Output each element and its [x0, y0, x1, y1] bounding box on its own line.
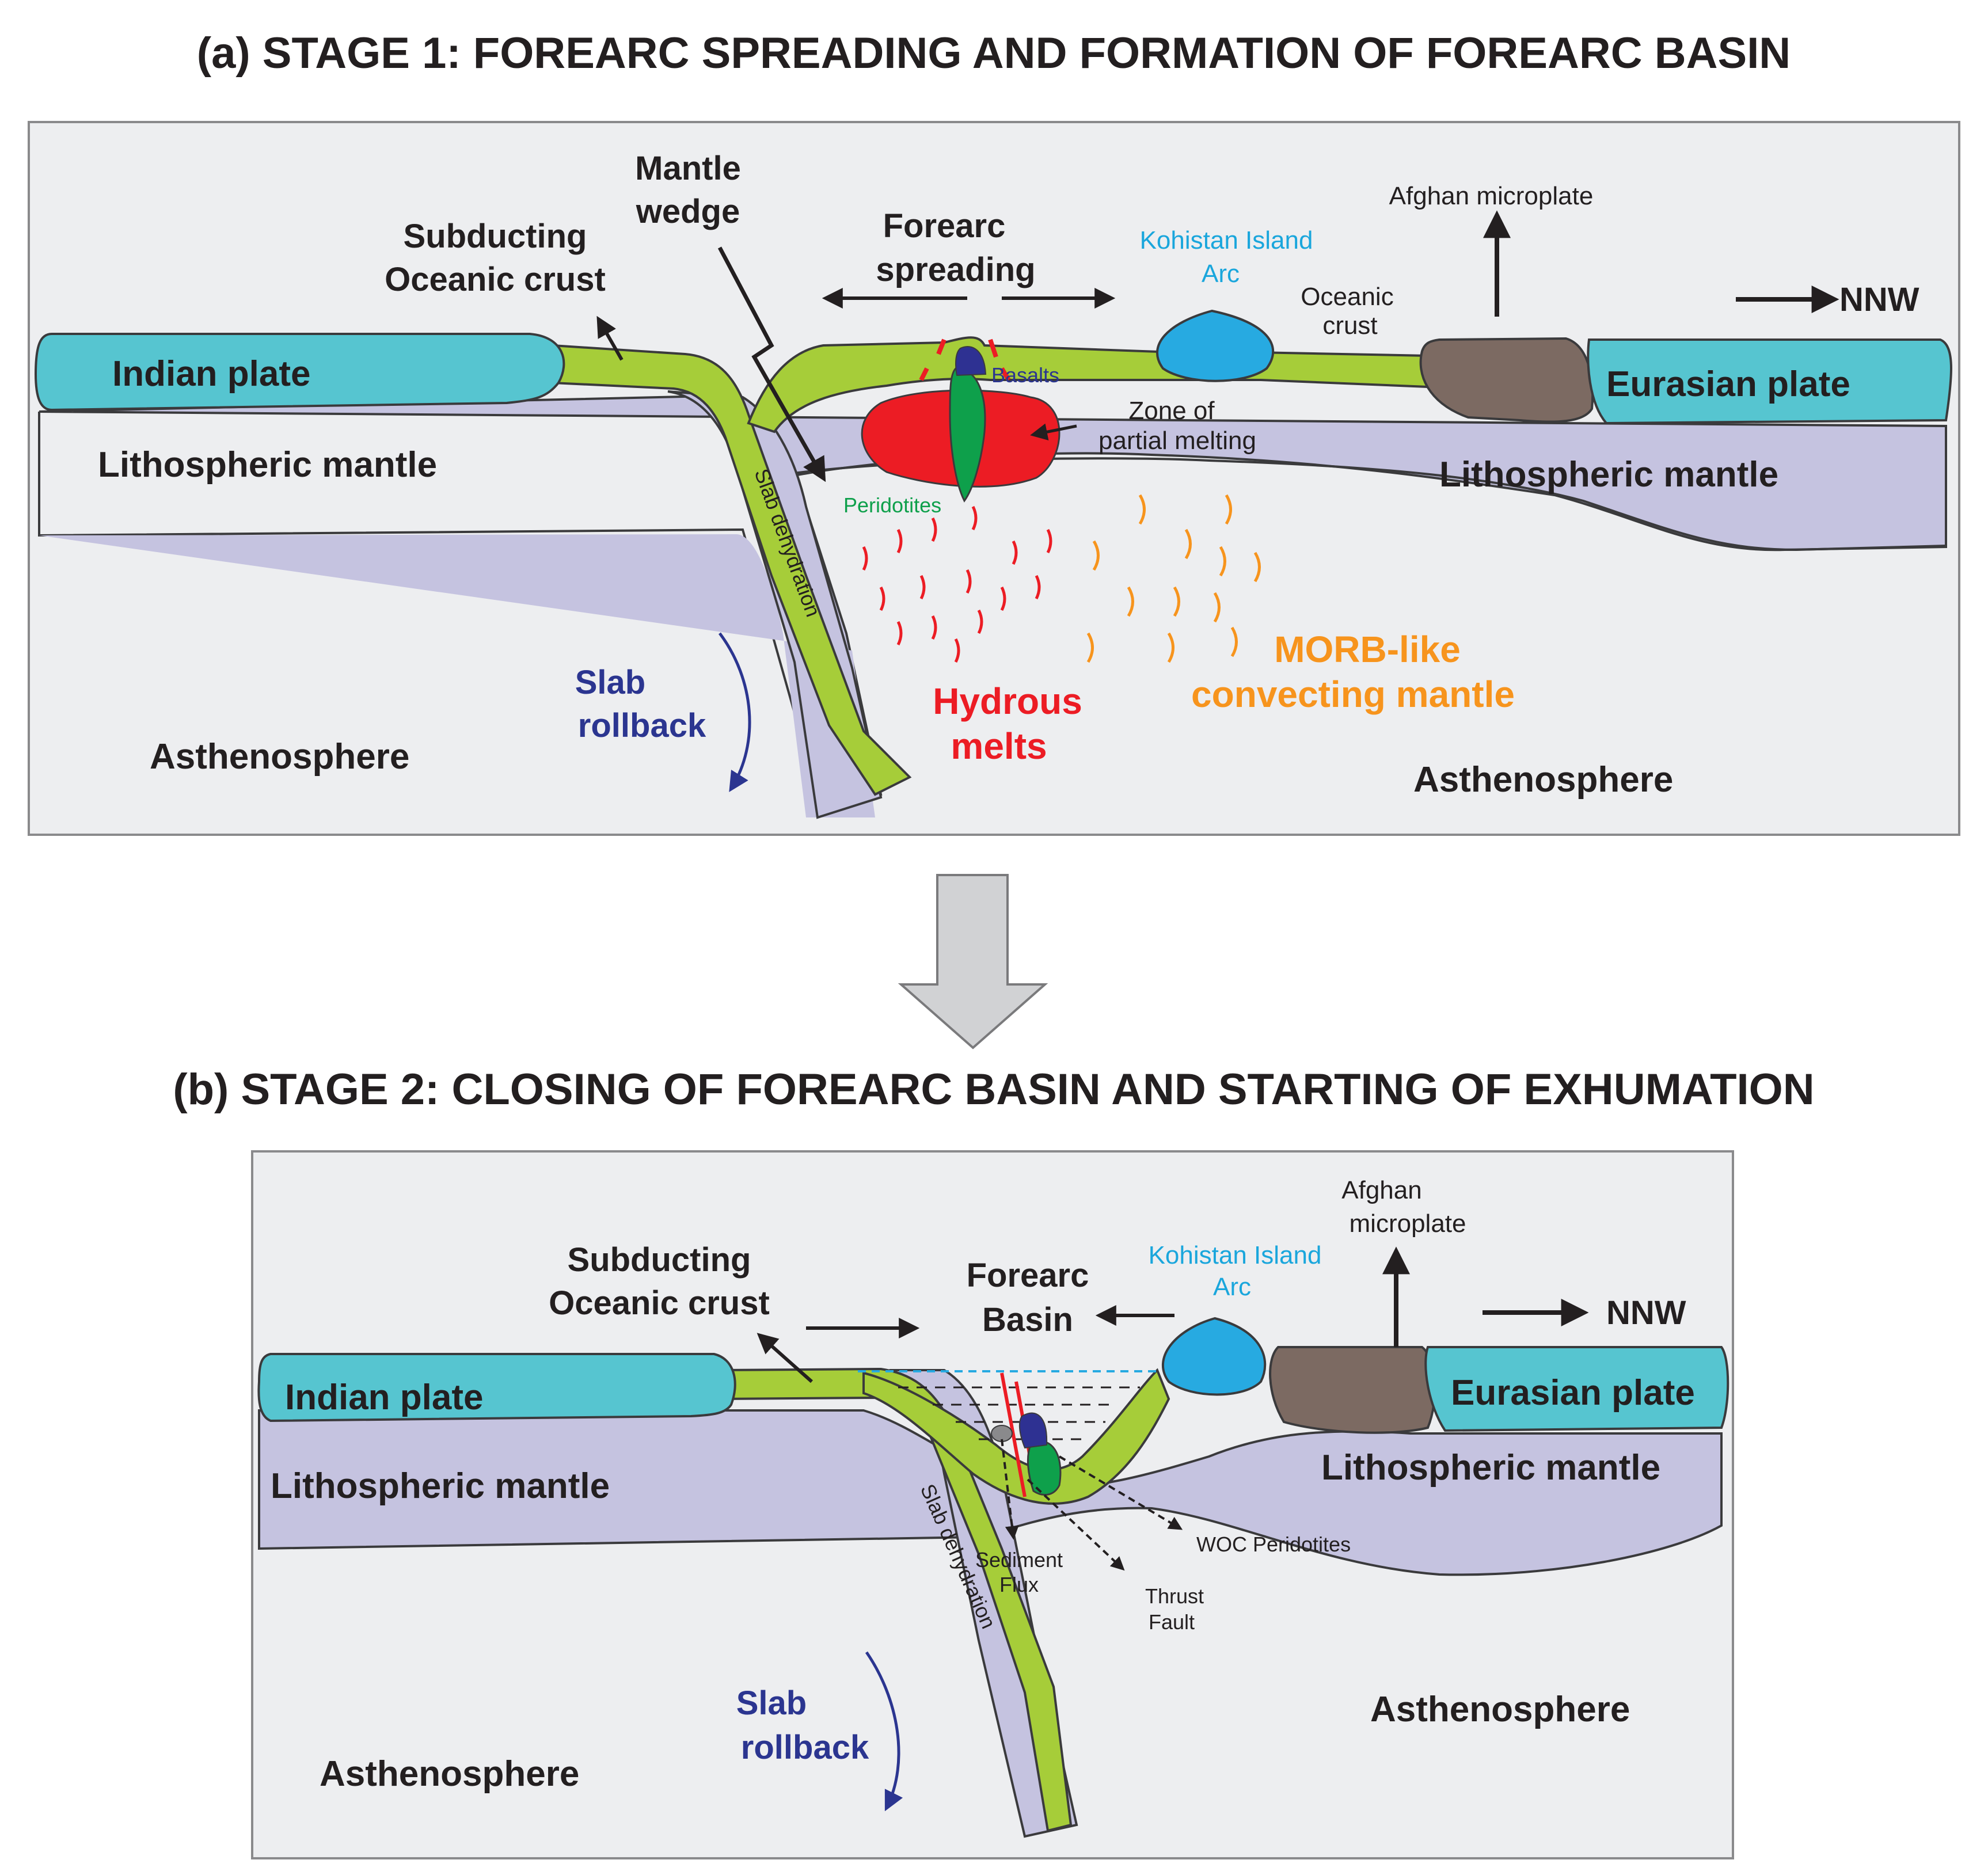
stage2-panel: Indian plate Lithospheric mantle Lithosp…	[251, 1150, 1734, 1859]
s1-wedge-label: wedge	[636, 193, 740, 230]
s2-subducting-label: Subducting	[568, 1241, 751, 1279]
s2-slab-label: Slab	[736, 1684, 807, 1722]
s2-kohistan-arc	[1161, 1317, 1267, 1396]
mantle-wedge-arrow	[717, 246, 826, 482]
s1-slab-label: Slab	[575, 664, 646, 701]
s1-afghan-label: Afghan microplate	[1389, 182, 1594, 210]
s2-peridotite	[1027, 1440, 1062, 1496]
s2-sediment-arrow	[1001, 1439, 1019, 1540]
s2-oceanic-crust-label: Oceanic crust	[549, 1284, 770, 1322]
s2-thrust-fault-1	[1000, 1372, 1027, 1497]
s1-arc-label: Arc	[1202, 260, 1240, 288]
s1-kohistan-label: Kohistan Island	[1140, 226, 1313, 254]
s1-forearc-label: Forearc	[883, 207, 1006, 245]
s2-woc-arrow	[1058, 1455, 1183, 1530]
s2-nnw-label: NNW	[1606, 1294, 1686, 1332]
s2-afghan-block	[1269, 1346, 1436, 1434]
s2-fault-label: Fault	[1149, 1610, 1195, 1634]
s1-basalts-label: Basalts	[991, 363, 1059, 387]
s2-lith-mantle-left-label: Lithospheric mantle	[271, 1466, 610, 1506]
peridotite-body	[949, 367, 986, 503]
hydrous-melt-squiggles	[862, 505, 1052, 663]
s1-hydrous-label: Hydrous	[933, 680, 1082, 722]
s1-asthenosphere-right-label: Asthenosphere	[1413, 760, 1673, 800]
melt-drips	[919, 339, 1011, 382]
basalt-body	[955, 346, 987, 376]
s1-rollback-label: rollback	[578, 707, 706, 744]
s2-lith-mantle-right-label: Lithospheric mantle	[1321, 1448, 1660, 1488]
subducting-arrow	[596, 315, 624, 361]
eurasian-plate	[1587, 339, 1952, 425]
s1-mantle-label: Mantle	[635, 150, 741, 187]
morb-squiggles	[1086, 494, 1261, 663]
s2-arc-label: Arc	[1213, 1273, 1251, 1301]
s1-peridotites-label: Peridotites	[843, 493, 941, 517]
zone-arrow	[1030, 423, 1077, 441]
s1-lith-mantle-right-label: Lithospheric mantle	[1439, 455, 1778, 495]
s1-oceanic-crust-label: Oceanic crust	[385, 261, 606, 298]
s2-thrust-label: Thrust	[1145, 1584, 1204, 1608]
s1-subducting-label: Subducting	[404, 218, 587, 255]
s2-eurasian-plate-label: Eurasian plate	[1451, 1373, 1695, 1413]
s2-rollback-label: rollback	[741, 1729, 869, 1766]
s1-nnw-label: NNW	[1839, 281, 1919, 318]
s2-basalt	[1018, 1412, 1048, 1449]
s1-indian-plate-label: Indian plate	[112, 354, 310, 394]
s1-morb-label: MORB-like	[1274, 629, 1461, 670]
s1-oceanic-label: Oceanic	[1301, 283, 1393, 311]
s1-melts-label: melts	[951, 725, 1047, 767]
slab-rollback-arrow	[718, 632, 751, 792]
lith-mantle-left-base	[38, 412, 819, 795]
s2-slab-rollback-arrow	[865, 1651, 903, 1812]
oceanic-crust-subducting	[552, 344, 912, 796]
s2-afghan-label: Afghan	[1341, 1176, 1421, 1204]
s2-flux-label: Flux	[999, 1573, 1039, 1596]
stage1-title: (a) STAGE 1: FOREARC SPREADING AND FORMA…	[197, 29, 1791, 78]
s2-microplate-label: microplate	[1350, 1210, 1466, 1238]
slab-fill	[39, 534, 875, 817]
s1-partial-melting-label: partial melting	[1098, 427, 1256, 455]
s2-eurasian-plate	[1424, 1346, 1729, 1432]
s2-sediment-label: Sediment	[975, 1548, 1063, 1572]
s1-lith-mantle-left-label: Lithospheric mantle	[98, 445, 437, 485]
s2-subducting-arrow	[757, 1333, 813, 1383]
s2-thrust-arrow	[1027, 1478, 1125, 1571]
s1-zone-label: Zone of	[1128, 397, 1215, 425]
s2-indian-plate	[257, 1353, 736, 1423]
stage1-panel: Indian plate Lithospheric mantle Lithosp…	[28, 121, 1960, 836]
kohistan-arc-shape	[1156, 309, 1275, 382]
s2-kohistan-label: Kohistan Island	[1149, 1241, 1322, 1269]
s1-spreading-label: spreading	[876, 251, 1035, 288]
s2-asthenosphere-left-label: Asthenosphere	[320, 1754, 579, 1794]
stage-transition-arrow	[898, 874, 1048, 1049]
s1-eurasian-plate-label: Eurasian plate	[1606, 364, 1850, 404]
indian-plate	[34, 333, 565, 412]
s1-crust-label: crust	[1322, 311, 1377, 340]
s2-basin-crust	[862, 1368, 1170, 1505]
s2-basin-label: Basin	[982, 1301, 1073, 1338]
stage2-title: (b) STAGE 2: CLOSING OF FOREARC BASIN AN…	[173, 1065, 1814, 1114]
s2-indian-plate-label: Indian plate	[285, 1378, 483, 1417]
s2-woc-label: WOC Peridotites	[1196, 1532, 1351, 1556]
s2-sediment-blob	[991, 1425, 1013, 1442]
s2-asthenosphere-right-label: Asthenosphere	[1370, 1690, 1630, 1729]
s1-convecting-label: convecting mantle	[1191, 674, 1515, 715]
s1-asthenosphere-left-label: Asthenosphere	[150, 737, 409, 777]
s2-forearc-label: Forearc	[967, 1257, 1089, 1294]
